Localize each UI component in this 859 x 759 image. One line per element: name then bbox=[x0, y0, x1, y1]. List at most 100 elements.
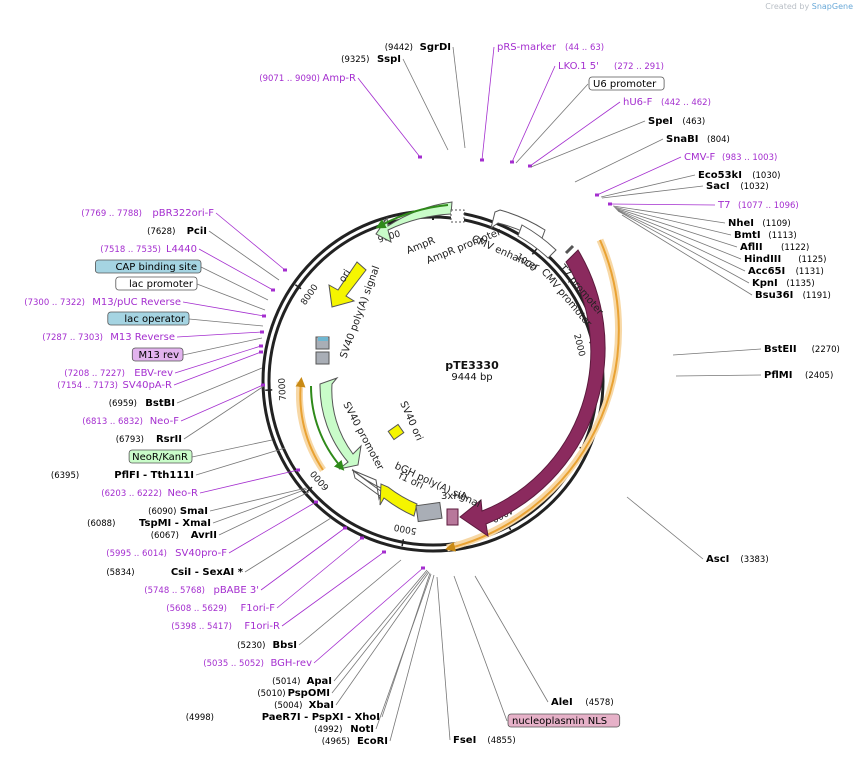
site-label-54[interactable]: PspOMI(5010) bbox=[257, 688, 330, 699]
site-label-53[interactable]: ApaI(5014) bbox=[272, 676, 332, 687]
leader-line bbox=[375, 573, 432, 730]
site-name: SpeI bbox=[648, 116, 673, 127]
site-label-31[interactable]: M13/pUC Reverse(7300 .. 7322) bbox=[24, 297, 181, 308]
site-label-4[interactable]: LKO.1 5'(272 .. 291) bbox=[558, 61, 664, 72]
primer-mark bbox=[283, 268, 287, 272]
site-label-55[interactable]: XbaI(5004) bbox=[274, 700, 334, 711]
site-label-41[interactable]: PflFI - Tth111I(6395) bbox=[51, 470, 194, 481]
leader-line bbox=[601, 185, 704, 199]
leader-line bbox=[182, 301, 265, 317]
site-position: (2270) bbox=[812, 345, 840, 355]
site-label-27[interactable]: PciI(7628) bbox=[147, 226, 207, 237]
site-position: (5834) bbox=[106, 568, 134, 578]
site-label-56[interactable]: PaeR7I - PspXI - XhoI(4998) bbox=[186, 712, 380, 723]
site-position: (1125) bbox=[798, 255, 826, 265]
site-label-1[interactable]: SspI(9325) bbox=[341, 54, 401, 65]
site-label-37[interactable]: BstBI(6959) bbox=[109, 398, 175, 409]
tick-label: 8000 bbox=[299, 283, 320, 308]
site-label-34[interactable]: M13 rev bbox=[131, 347, 184, 362]
site-label-22[interactable]: AscI(3383) bbox=[706, 554, 769, 565]
site-label-35[interactable]: EBV-rev(7208 .. 7227) bbox=[64, 368, 173, 379]
neor-direction-arrow bbox=[309, 385, 345, 471]
site-label-57[interactable]: NotI(4992) bbox=[314, 724, 374, 735]
primer-mark bbox=[360, 536, 364, 540]
site-label-44[interactable]: TspMI - XmaI(6088) bbox=[87, 518, 211, 529]
site-label-0[interactable]: SgrDI(9442) bbox=[385, 42, 451, 53]
site-label-28[interactable]: L4440(7518 .. 7535) bbox=[100, 244, 197, 255]
feature-tag-box bbox=[588, 76, 665, 91]
site-label-43[interactable]: SmaI(6090) bbox=[148, 506, 208, 517]
site-position: (5230) bbox=[237, 641, 265, 651]
leader-line bbox=[612, 205, 726, 224]
site-label-24[interactable]: nucleoplasmin NLS bbox=[507, 713, 621, 728]
site-label-30[interactable]: lac promoter bbox=[115, 276, 198, 291]
site-label-17[interactable]: Acc65I(1131) bbox=[748, 266, 824, 277]
site-label-8[interactable]: SnaBI(804) bbox=[666, 134, 730, 145]
site-label-10[interactable]: Eco53kI(1030) bbox=[698, 170, 780, 181]
site-label-11[interactable]: SacI(1032) bbox=[706, 181, 769, 192]
site-label-15[interactable]: AflII(1122) bbox=[740, 242, 809, 253]
primer-mark bbox=[418, 155, 422, 159]
site-label-29[interactable]: CAP binding site bbox=[95, 259, 202, 274]
leader-line bbox=[615, 208, 742, 260]
site-name: SspI bbox=[377, 54, 401, 65]
primer-mark bbox=[382, 550, 386, 554]
site-label-5[interactable]: U6 promoter bbox=[588, 76, 665, 91]
site-label-52[interactable]: BGH-rev(5035 .. 5052) bbox=[203, 658, 312, 669]
site-label-26[interactable]: pBR322ori-F(7769 .. 7788) bbox=[81, 208, 214, 219]
leader-line bbox=[173, 351, 262, 386]
leader-line bbox=[199, 469, 299, 494]
site-position: (1135) bbox=[786, 279, 814, 289]
site-name: SmaI bbox=[180, 506, 208, 517]
site-label-46[interactable]: SV40pro-F(5995 .. 6014) bbox=[106, 548, 227, 559]
site-label-39[interactable]: RsrII(6793) bbox=[116, 434, 182, 445]
site-label-6[interactable]: hU6-F(442 .. 462) bbox=[623, 97, 711, 108]
site-label-38[interactable]: Neo-F(6813 .. 6832) bbox=[82, 416, 179, 427]
leader-line bbox=[453, 575, 508, 722]
leader-line bbox=[191, 439, 273, 458]
site-label-51[interactable]: BbsI (5230) bbox=[237, 640, 297, 651]
site-label-3[interactable]: pRS-marker(44 .. 63) bbox=[497, 42, 604, 53]
site-label-21[interactable]: PflMI(2405) bbox=[764, 370, 833, 381]
site-label-7[interactable]: SpeI(463) bbox=[648, 116, 705, 127]
site-label-36[interactable]: SV40pA-R(7154 .. 7173) bbox=[57, 380, 172, 391]
site-label-19[interactable]: Bsu36I(1191) bbox=[755, 290, 831, 301]
site-label-20[interactable]: BstEII(2270) bbox=[764, 344, 840, 355]
leader-line bbox=[176, 331, 263, 338]
site-label-50[interactable]: F1ori-R(5398 .. 5417) bbox=[171, 621, 280, 632]
site-name: FseI bbox=[453, 735, 476, 746]
site-position: (1122) bbox=[781, 243, 809, 253]
site-label-40[interactable]: NeoR/KanR bbox=[128, 449, 193, 464]
site-label-2[interactable]: Amp-R(9071 .. 9090) bbox=[259, 73, 356, 84]
site-label-33[interactable]: M13 Reverse(7287 .. 7303) bbox=[42, 332, 175, 343]
site-name: NotI bbox=[350, 724, 374, 735]
feature-tag-box bbox=[107, 311, 190, 326]
feature-tag-box bbox=[128, 449, 193, 464]
site-label-23[interactable]: AleI(4578) bbox=[551, 697, 614, 708]
site-label-32[interactable]: lac operator bbox=[107, 311, 190, 326]
site-label-9[interactable]: CMV-F(983 .. 1003) bbox=[684, 152, 777, 163]
site-label-25[interactable]: FseI(4855) bbox=[453, 735, 516, 746]
site-label-45[interactable]: AvrII(6067) bbox=[151, 530, 217, 541]
site-label-13[interactable]: NheI(1109) bbox=[728, 218, 791, 229]
site-label-48[interactable]: pBABE 3'(5748 .. 5768) bbox=[144, 585, 259, 596]
leader-line bbox=[474, 575, 549, 703]
tick-mark bbox=[401, 539, 405, 547]
site-name: BbsI bbox=[273, 640, 297, 651]
site-label-16[interactable]: HindIII(1125) bbox=[744, 254, 826, 265]
site-label-49[interactable]: F1ori-F(5608 .. 5629) bbox=[166, 603, 275, 614]
site-name: PaeR7I - PspXI - XhoI bbox=[262, 712, 380, 723]
site-label-14[interactable]: BmtI(1113) bbox=[734, 230, 797, 241]
credit: Created by SnapGene bbox=[765, 2, 853, 11]
site-label-12[interactable]: T7(1077 .. 1096) bbox=[717, 200, 799, 211]
site-label-58[interactable]: EcoRI(4965) bbox=[322, 736, 388, 747]
site-label-42[interactable]: Neo-R(6203 .. 6222) bbox=[101, 488, 198, 499]
site-position: (5995 .. 6014) bbox=[106, 549, 167, 559]
leader-line bbox=[276, 537, 363, 609]
leader-line bbox=[530, 120, 646, 168]
site-name: KpnI bbox=[752, 278, 778, 289]
site-label-47[interactable]: CsiI - SexAI *(5834) bbox=[106, 567, 243, 578]
leader-line bbox=[621, 214, 753, 296]
site-label-18[interactable]: KpnI (1135) bbox=[752, 278, 815, 289]
site-name: BmtI bbox=[734, 230, 761, 241]
